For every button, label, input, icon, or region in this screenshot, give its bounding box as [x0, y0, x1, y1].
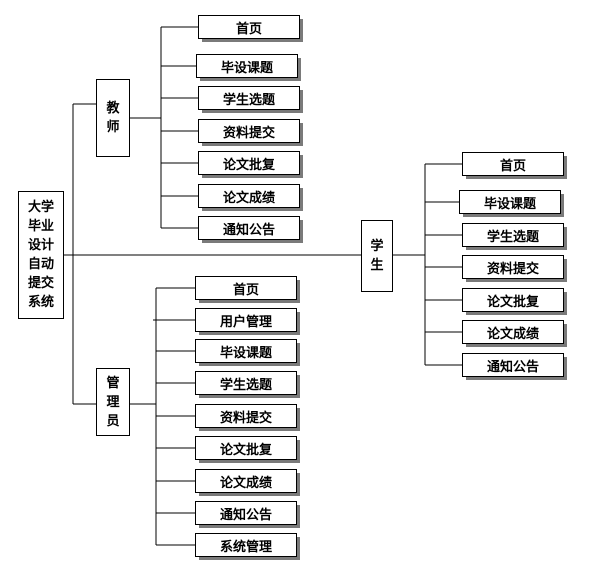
admin-line: 理 [106, 394, 120, 410]
root-line: 提交 [27, 276, 54, 291]
student-item-review: 论文批复 [462, 288, 567, 315]
student-node: 学 生 [361, 220, 393, 292]
teacher-line: 教 [106, 101, 120, 116]
student-item-home: 首页 [462, 152, 567, 179]
teacher-line: 师 [106, 120, 120, 135]
teacher-item-topic-selection: 学生选题 [198, 86, 303, 113]
student-line: 生 [370, 258, 384, 273]
teacher-node: 教 师 [96, 79, 130, 157]
teacher-item-home: 首页 [198, 15, 303, 42]
teacher-item-topics: 毕设课题 [196, 54, 301, 81]
student-item-notices: 通知公告 [462, 353, 567, 380]
admin-item-notices: 通知公告 [195, 501, 300, 528]
student-item-topic-selection: 学生选题 [462, 223, 567, 250]
root-line: 自动 [27, 257, 54, 272]
admin-item-grades: 论文成绩 [195, 469, 300, 496]
student-item-grades: 论文成绩 [462, 320, 567, 347]
teacher-item-submission: 资料提交 [198, 119, 303, 146]
admin-item-system-management: 系统管理 [195, 533, 300, 560]
student-item-topics: 毕设课题 [459, 190, 564, 217]
student-line: 学 [370, 239, 384, 254]
teacher-item-review: 论文批复 [198, 151, 303, 178]
teacher-item-notices: 通知公告 [198, 216, 303, 243]
student-item-submission: 资料提交 [462, 255, 567, 282]
admin-item-submission: 资料提交 [195, 404, 300, 431]
root-line: 毕业 [27, 219, 54, 234]
admin-item-review: 论文批复 [195, 436, 300, 463]
admin-node: 管 理 员 [96, 368, 130, 436]
root-line: 大学 [27, 200, 54, 215]
root-line: 系统 [27, 295, 54, 310]
admin-item-user-management: 用户管理 [195, 308, 300, 335]
admin-item-home: 首页 [195, 276, 300, 303]
admin-item-topic-selection: 学生选题 [195, 371, 300, 398]
teacher-item-grades: 论文成绩 [198, 184, 303, 211]
root-node: 大学 毕业 设计 自动 提交 系统 [18, 191, 64, 319]
admin-item-topics: 毕设课题 [195, 339, 300, 366]
root-line: 设计 [27, 238, 54, 253]
admin-line: 员 [106, 413, 120, 429]
admin-line: 管 [106, 375, 120, 391]
